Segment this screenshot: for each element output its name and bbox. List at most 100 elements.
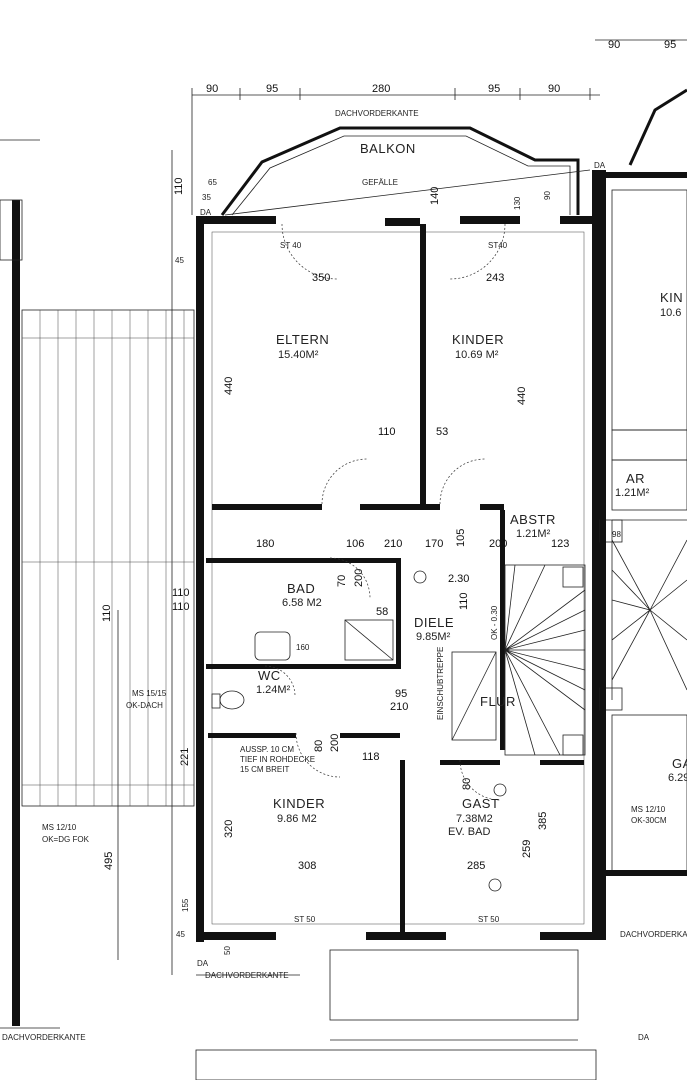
dim-110a: 110 — [378, 426, 396, 438]
left-dim-110: 110 — [173, 177, 185, 195]
room-labels: ELTERN 15.40M² KINDER 10.69 M² BAD 6.58 … — [256, 290, 687, 838]
dim-160: 160 — [296, 643, 310, 652]
dim-308: 308 — [298, 860, 316, 872]
right-neighbour: MS 12/10 OK-30CM DACHVORDERKANTE DA — [600, 88, 687, 1042]
room-kinder2-name: KINDER — [273, 796, 325, 811]
dim-320: 320 — [223, 820, 235, 838]
top-dimension-chain: 90 95 280 95 90 90 95 — [191, 39, 687, 215]
top-right-dim-2: 95 — [664, 39, 676, 51]
dim-180: 180 — [256, 538, 274, 550]
room-abstr-name: ABSTR — [510, 512, 556, 527]
room-gast-name: GAST — [462, 796, 499, 811]
da-right-label: DA — [594, 161, 606, 170]
ok-30cm-label: OK-30CM — [631, 816, 667, 825]
bottom-area: DA DACHVORDERKANTE 50 — [195, 946, 597, 1080]
st50-left: ST 50 — [294, 915, 316, 924]
room-bad-area: 6.58 M2 — [282, 597, 322, 609]
room-kinder1-area: 10.69 M² — [455, 349, 499, 361]
balcony-dim-140: 140 — [429, 187, 441, 205]
room-kin-name: KIN — [660, 290, 683, 305]
room-evbad-name: EV. BAD — [448, 826, 490, 838]
ms-12-10-left: MS 12/10 — [42, 823, 77, 832]
left-dim-155: 155 — [181, 898, 190, 912]
staircase — [504, 519, 687, 756]
top-dim-4: 95 — [488, 83, 500, 95]
da-bottom-label: DA — [197, 959, 209, 968]
dachvorderkante-bottom: DACHVORDERKANTE — [205, 971, 289, 980]
ok-dgfok-label: OK=DG FOK — [42, 835, 90, 844]
gefaelle-label: GEFÄLLE — [362, 178, 398, 187]
left-dim-45a: 45 — [175, 256, 184, 265]
dim-58: 58 — [376, 606, 388, 618]
dim-123: 123 — [551, 538, 569, 550]
dim-243: 243 — [486, 272, 504, 284]
room-ar-area: 1.21M² — [615, 487, 650, 499]
room-gast-area: 7.38M2 — [456, 813, 493, 825]
balcony-dim-65: 65 — [208, 178, 217, 187]
left-dim-110c: 110 — [172, 587, 190, 599]
dim-440a: 440 — [223, 377, 235, 395]
einschubtreppe-label: EINSCHUBTREPPE — [436, 647, 445, 720]
top-dim-3: 280 — [372, 83, 390, 95]
dim-70: 70 — [336, 575, 348, 587]
dachvorderkante-left: DACHVORDERKANTE — [2, 1033, 86, 1042]
outer-walls — [196, 170, 600, 942]
fixtures — [211, 570, 507, 892]
dim-385: 385 — [537, 812, 549, 830]
st40-right: ST40 — [488, 241, 508, 250]
dachvorderkante-top: DACHVORDERKANTE — [335, 109, 419, 118]
dim-110b: 110 — [458, 592, 470, 610]
room-wc-name: WC — [258, 668, 281, 683]
left-dim-221: 221 — [179, 748, 191, 766]
top-dim-2: 95 — [266, 83, 278, 95]
room-kinder2-area: 9.86 M2 — [277, 813, 317, 825]
balcony-label: BALKON — [360, 141, 416, 156]
ms-12-10-right: MS 12/10 — [631, 805, 666, 814]
ok-dach-label: OK-DACH — [126, 701, 163, 710]
left-dim-110d: 110 — [172, 601, 190, 613]
dim-80b: 80 — [461, 778, 473, 790]
balcony-dim-90: 90 — [543, 191, 552, 200]
top-dim-1: 90 — [206, 83, 218, 95]
room-eltern-name: ELTERN — [276, 332, 329, 347]
da-left-label: DA — [200, 208, 212, 217]
dim-53: 53 — [436, 426, 448, 438]
dim-105: 105 — [455, 529, 467, 547]
interior-dimensions: ST 40 ST40 350 243 440 440 110 53 180 10… — [223, 241, 621, 924]
door-swings — [264, 223, 506, 801]
dim-210a: 210 — [384, 538, 402, 550]
room-diele-area: 9.85M² — [416, 631, 451, 643]
room-ar-name: AR — [626, 471, 645, 486]
dim-170: 170 — [425, 538, 443, 550]
left-dim-45b: 45 — [176, 930, 185, 939]
ms-15-15-label: MS 15/15 — [132, 689, 167, 698]
room-kinder1-name: KINDER — [452, 332, 504, 347]
left-dim-110-vert: 110 — [101, 604, 113, 622]
dim-118: 118 — [362, 751, 380, 763]
dim-440b: 440 — [516, 387, 528, 405]
attic-hatch: EINSCHUBTREPPE OK - 0.30 — [436, 605, 499, 741]
dim-350: 350 — [312, 272, 330, 284]
dachvorderkante-right: DACHVORDERKANTE — [620, 930, 687, 939]
room-abstr-area: 1.21M² — [516, 528, 551, 540]
dim-285: 285 — [467, 860, 485, 872]
room-flur-name: FLUR — [480, 694, 516, 709]
balcony-dim-130: 130 — [513, 196, 522, 210]
dim-98: 98 — [612, 530, 621, 539]
room-wc-area: 1.24M² — [256, 684, 291, 696]
dim-200c: 200 — [489, 538, 507, 550]
room-kin-area: 10.6 — [660, 307, 681, 319]
st40-left: ST 40 — [280, 241, 302, 250]
aussp-line1: AUSSP. 10 CM — [240, 745, 294, 754]
da-right-bottom: DA — [638, 1033, 650, 1042]
dim-201: 200 — [329, 734, 341, 752]
balcony: DACHVORDERKANTE BALKON GEFÄLLE DA DA 140… — [200, 109, 606, 217]
ok-030-label: OK - 0.30 — [490, 605, 499, 640]
left-dim-495: 495 — [103, 852, 115, 870]
balcony-dim-35: 35 — [202, 193, 211, 202]
dim-210b: 210 — [390, 701, 408, 713]
dim-95: 95 — [395, 688, 407, 700]
dim-259: 259 — [521, 840, 533, 858]
top-right-dim-1: 90 — [608, 39, 620, 51]
